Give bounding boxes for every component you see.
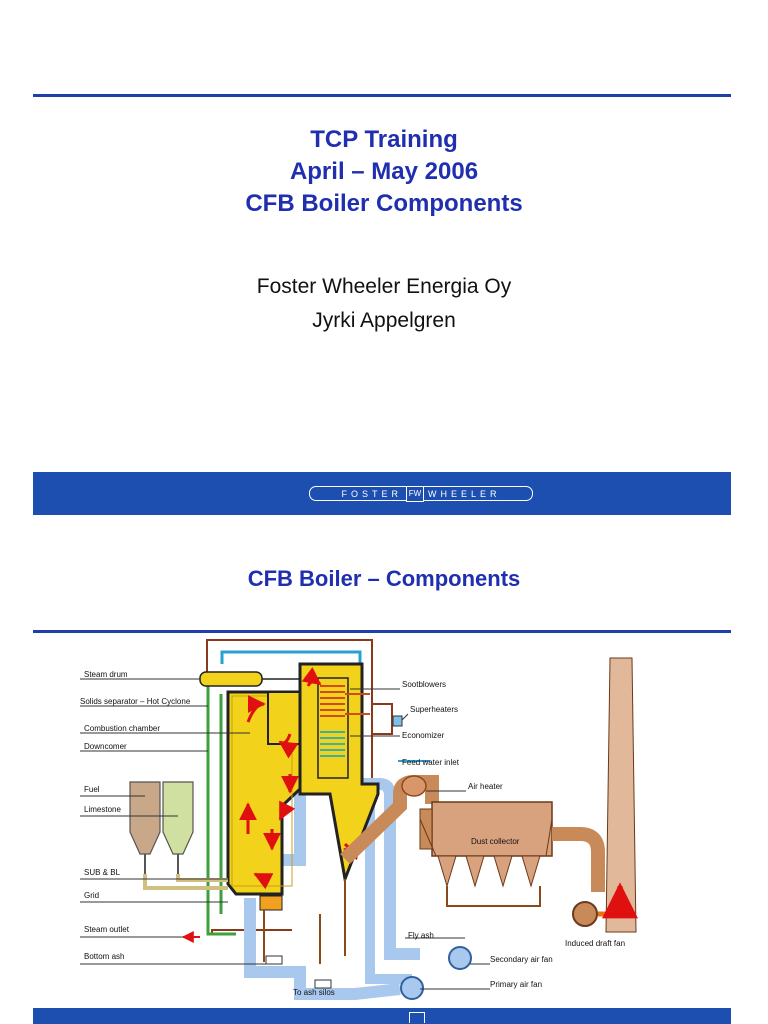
- label-economizer: Economizer: [402, 731, 445, 740]
- induced-draft-fan: [572, 901, 598, 927]
- label-fly-ash: Fly ash: [408, 931, 434, 940]
- fw-emblem-icon-small: [409, 1012, 425, 1023]
- flow-arrows: [239, 667, 362, 890]
- hot-cyclone: [267, 691, 301, 745]
- slide2-title: CFB Boiler – Components: [247, 566, 521, 591]
- label-dust-collector: Dust collector: [471, 837, 520, 846]
- fw-emblem-icon: FW: [406, 485, 424, 502]
- title-line-2: April – May 2006: [289, 158, 479, 185]
- label-superheaters: Superheaters: [410, 705, 458, 714]
- grid-box: [259, 895, 283, 911]
- slide2-footer-band: [33, 1008, 731, 1024]
- superheater-valve: [392, 715, 403, 727]
- superheater-coils: [320, 685, 370, 717]
- steam-drum: [199, 671, 263, 687]
- label-sootblowers: Sootblowers: [402, 680, 446, 689]
- downcomer-pipes: [206, 686, 236, 936]
- label-steam-outlet: Steam outlet: [84, 925, 130, 934]
- label-induced-draft-fan: Induced draft fan: [565, 939, 625, 948]
- label-steam-drum: Steam drum: [84, 670, 128, 679]
- limestone-silo: [162, 781, 194, 874]
- dust-collector: [419, 801, 553, 888]
- foster-wheeler-logo: FOSTER FW WHEELER: [309, 485, 533, 502]
- label-solids-separator: Solids separator – Hot Cyclone: [80, 697, 191, 706]
- author-name: Jyrki Appelgren: [312, 309, 456, 332]
- air-heater: [401, 775, 427, 797]
- title-line-3: CFB Boiler Components: [245, 190, 523, 217]
- label-feed-water-inlet: Feed water inlet: [402, 758, 460, 767]
- label-grid: Grid: [84, 891, 99, 900]
- footer-band: FOSTER FW WHEELER: [33, 472, 731, 515]
- ash-silo-valve: [314, 979, 332, 989]
- slide1-subtitle: Foster Wheeler Energia Oy Jyrki Appelgre…: [0, 270, 768, 338]
- label-sub-bl: SUB & BL: [84, 868, 121, 877]
- economizer-coils: [320, 731, 345, 757]
- top-rule: [33, 94, 731, 97]
- stack: [605, 657, 637, 933]
- label-air-heater: Air heater: [468, 782, 503, 791]
- label-downcomer: Downcomer: [84, 742, 127, 751]
- label-primary-air-fan: Primary air fan: [490, 980, 542, 989]
- logo-text-right: WHEELER: [428, 488, 501, 499]
- label-limestone: Limestone: [84, 805, 121, 814]
- bottom-ash-valve: [265, 955, 283, 965]
- fuel-silo: [129, 781, 161, 874]
- label-bottom-ash: Bottom ash: [84, 952, 124, 961]
- secondary-air-fan-icon: [448, 946, 472, 970]
- label-combustion-chamber: Combustion chamber: [84, 724, 160, 733]
- label-fuel: Fuel: [84, 785, 100, 794]
- title-line-1: TCP Training: [310, 126, 458, 153]
- fly-ash-line: [446, 886, 541, 907]
- primary-air-fan-icon: [400, 976, 424, 1000]
- feed-line: [143, 874, 228, 890]
- slide2-rule: [33, 630, 731, 633]
- label-secondary-air-fan: Secondary air fan: [490, 955, 553, 964]
- cfb-boiler-diagram: Steam drum Solids separator – Hot Cyclon…: [80, 639, 638, 1000]
- slide1-title: TCP Training April – May 2006 CFB Boiler…: [0, 124, 768, 220]
- company-name: Foster Wheeler Energia Oy: [256, 275, 512, 298]
- label-to-ash-silos: To ash silos: [293, 988, 335, 997]
- logo-text-left: FOSTER: [341, 488, 402, 499]
